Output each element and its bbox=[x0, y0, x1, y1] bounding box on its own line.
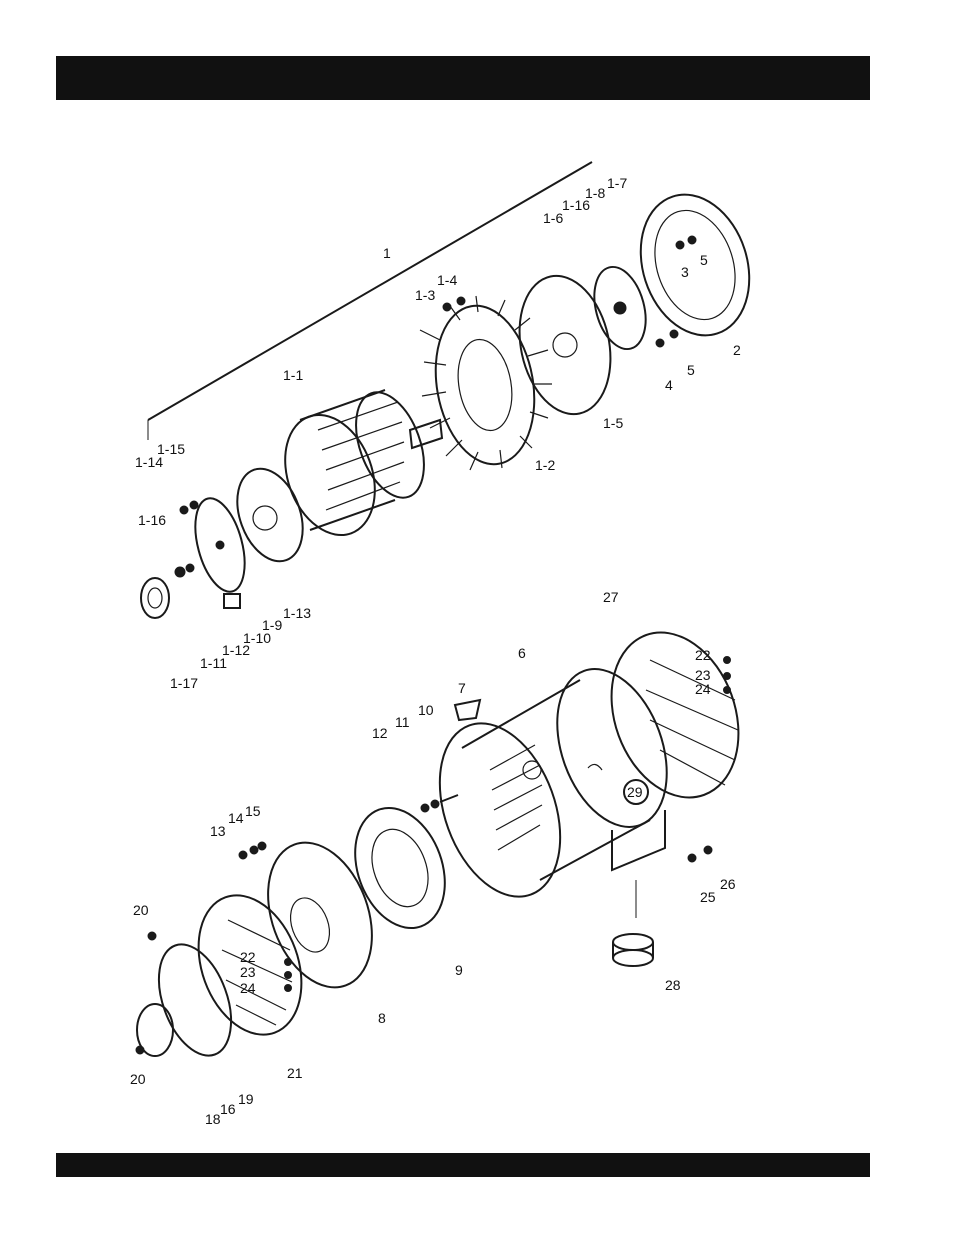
label-10: 10 bbox=[418, 702, 434, 718]
washer-26 bbox=[704, 846, 712, 854]
bearing-plate-center bbox=[216, 541, 224, 549]
rotor bbox=[225, 383, 442, 570]
washer-1-11 bbox=[175, 567, 185, 577]
label-2: 2 bbox=[733, 342, 741, 358]
vibration-mount bbox=[613, 880, 653, 966]
bearing bbox=[141, 578, 169, 618]
bolt-10 bbox=[440, 795, 458, 802]
label-1: 1 bbox=[383, 245, 391, 261]
label-7: 7 bbox=[458, 680, 466, 696]
label-5-upper: 5 bbox=[700, 252, 708, 268]
label-1-6: 1-6 bbox=[543, 210, 563, 226]
label-9: 9 bbox=[455, 962, 463, 978]
label-26: 26 bbox=[720, 876, 736, 892]
rotor-assembly bbox=[141, 162, 767, 618]
bolt-25 bbox=[688, 854, 696, 862]
callout-labels: 1 1-1 1-2 1-3 1-4 1-5 1-6 1-7 1-8 1-9 1-… bbox=[130, 175, 741, 1127]
label-15: 15 bbox=[245, 803, 261, 819]
washer-23-lower bbox=[285, 972, 292, 979]
label-1-1: 1-1 bbox=[283, 367, 303, 383]
label-13: 13 bbox=[210, 823, 226, 839]
brush-holder-1-10 bbox=[224, 594, 240, 608]
label-19: 19 bbox=[238, 1091, 254, 1107]
label-5-lower: 5 bbox=[687, 362, 695, 378]
washer-23-upper bbox=[724, 673, 731, 680]
bolt-1-14 bbox=[180, 506, 188, 514]
bolt-3 bbox=[676, 241, 684, 249]
label-27: 27 bbox=[603, 589, 619, 605]
label-20-upper: 20 bbox=[133, 902, 149, 918]
label-8: 8 bbox=[378, 1010, 386, 1026]
washer-14 bbox=[250, 846, 258, 854]
cooling-fan bbox=[420, 296, 552, 472]
label-22-upper: 22 bbox=[695, 647, 711, 663]
washer-24-upper bbox=[724, 687, 731, 694]
label-14: 14 bbox=[228, 810, 244, 826]
label-20-lower: 20 bbox=[130, 1071, 146, 1087]
label-23-lower: 23 bbox=[240, 964, 256, 980]
label-24-lower: 24 bbox=[240, 980, 256, 996]
label-1-5: 1-5 bbox=[603, 415, 623, 431]
drive-disc-hole bbox=[553, 333, 577, 357]
label-4: 4 bbox=[665, 377, 673, 393]
label-11: 11 bbox=[395, 714, 410, 730]
label-24-upper: 24 bbox=[695, 681, 711, 697]
label-1-16-upper: 1-16 bbox=[562, 197, 590, 213]
label-25: 25 bbox=[700, 889, 716, 905]
label-1-13: 1-13 bbox=[283, 605, 311, 621]
label-1-4: 1-4 bbox=[437, 272, 457, 288]
label-6: 6 bbox=[518, 645, 526, 661]
label-1-2: 1-2 bbox=[535, 457, 555, 473]
label-3: 3 bbox=[681, 264, 689, 280]
bolt-22-lower bbox=[285, 959, 292, 966]
fan-guard bbox=[590, 615, 761, 816]
washer-1-4 bbox=[457, 297, 465, 305]
bolt-20-lower bbox=[136, 1046, 144, 1054]
coupling-hub-center bbox=[614, 302, 626, 314]
washer-12 bbox=[421, 804, 429, 812]
washer-1-12 bbox=[186, 564, 194, 572]
label-1-17: 1-17 bbox=[170, 675, 198, 691]
label-16: 16 bbox=[220, 1101, 236, 1117]
bolt-22-upper bbox=[724, 657, 731, 664]
mounting-foot bbox=[612, 810, 665, 870]
end-bell-inner bbox=[642, 200, 749, 330]
label-18: 18 bbox=[205, 1111, 221, 1127]
bolt-1-3 bbox=[443, 303, 451, 311]
assembly-bracket-line bbox=[148, 162, 592, 420]
end-bracket bbox=[249, 828, 391, 1002]
washer-5-upper bbox=[688, 236, 696, 244]
label-28: 28 bbox=[665, 977, 681, 993]
exciter-stator bbox=[339, 795, 460, 940]
washer-5-lower bbox=[670, 330, 678, 338]
label-1-3: 1-3 bbox=[415, 287, 435, 303]
label-1-15: 1-15 bbox=[157, 441, 185, 457]
label-1-16-lower: 1-16 bbox=[138, 512, 166, 528]
washer-1-15 bbox=[190, 501, 198, 509]
label-1-12: 1-12 bbox=[222, 642, 250, 658]
bolt-13 bbox=[239, 851, 247, 859]
bolt-4 bbox=[656, 339, 664, 347]
drive-disc bbox=[507, 267, 622, 422]
bearing-inner bbox=[148, 588, 162, 608]
washer-15 bbox=[258, 842, 266, 850]
conduit-fitting bbox=[455, 700, 480, 720]
label-12: 12 bbox=[372, 725, 388, 741]
label-21: 21 bbox=[287, 1065, 303, 1081]
bolt-20-upper bbox=[148, 932, 156, 940]
washer-11 bbox=[431, 800, 439, 808]
housing-assembly bbox=[136, 615, 760, 1066]
washer-24-lower bbox=[285, 985, 292, 992]
label-1-7: 1-7 bbox=[607, 175, 627, 191]
label-22-lower: 22 bbox=[240, 949, 256, 965]
label-29: 29 bbox=[627, 784, 643, 800]
